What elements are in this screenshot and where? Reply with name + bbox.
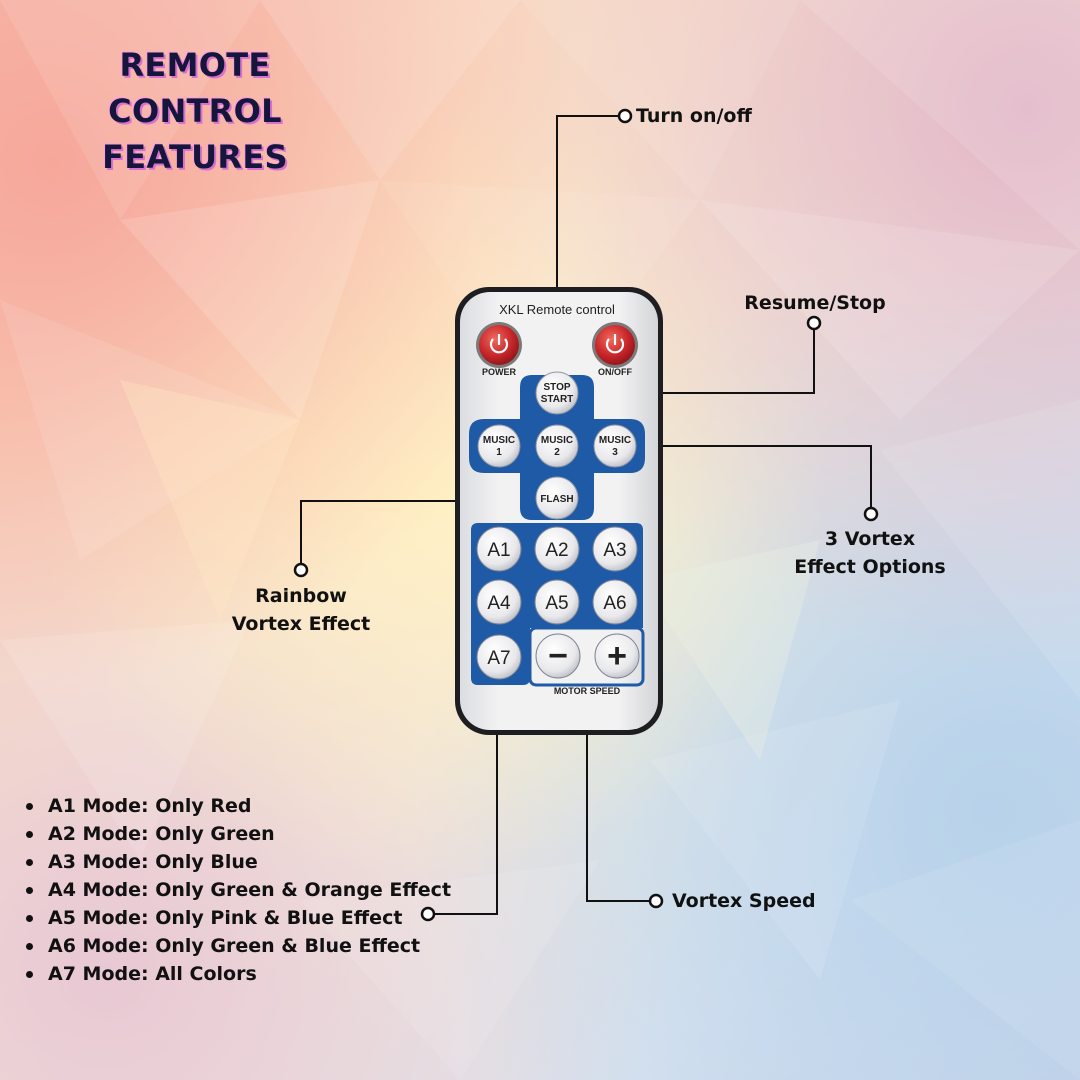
page-title-line-2: FEATURES [102, 138, 288, 176]
list-item: A5 Mode: Only Pink & Blue Effect [26, 904, 451, 932]
list-item: A4 Mode: Only Green & Orange Effect [26, 876, 451, 904]
music-3-number: 3 [612, 447, 618, 458]
mode-a4-label: A4 [487, 593, 511, 614]
mode-a7-label: A7 [487, 648, 510, 669]
bullet-icon [26, 970, 33, 978]
bullet-icon [26, 802, 33, 810]
list-item: A3 Mode: Only Blue [26, 848, 451, 876]
callout-rainbow-line-2: Vortex Effect [231, 613, 371, 635]
music-2-button[interactable]: MUSIC 2 [535, 424, 579, 468]
resume-callout-dot [806, 315, 822, 331]
vortex-options-connector [615, 445, 872, 514]
callout-vortex-options-line-1: 3 Vortex [824, 528, 916, 550]
motor-speed-label: MOTOR SPEED [554, 686, 621, 696]
bullet-icon [26, 942, 33, 950]
list-item: A1 Mode: Only Red [26, 792, 451, 820]
feature-text: A4 Mode: Only Green & Orange Effect [48, 879, 452, 901]
mode-a3-label: A3 [603, 540, 626, 561]
remote-brand: XKL Remote control [499, 302, 615, 317]
power-icon [489, 334, 509, 354]
speed-panel [528, 626, 645, 687]
mode-a3-button[interactable]: A3 [592, 526, 638, 572]
start-label: START [541, 394, 574, 405]
speed-callout-dot [648, 893, 664, 909]
power-callout-dot [617, 108, 633, 124]
page-title-line-1: REMOTE CONTROL [108, 46, 282, 130]
music-2-number: 2 [554, 447, 560, 458]
callout-vortex-options-line-2: Effect Options [794, 556, 946, 578]
bullet-icon [26, 858, 33, 866]
music-3-button[interactable]: MUSIC 3 [593, 424, 637, 468]
plus-icon: + [607, 637, 627, 675]
mode-a1-label: A1 [487, 540, 510, 561]
speed-plus-button[interactable]: + [594, 633, 640, 679]
mode-a5-button[interactable]: A5 [534, 579, 580, 625]
speed-connector [586, 672, 656, 902]
power-icon [605, 334, 625, 354]
music-1-number: 1 [496, 447, 502, 458]
stop-start-button[interactable]: STOP START [535, 371, 579, 415]
callout-rainbow-line-1: Rainbow [255, 585, 347, 607]
mode-a7-button[interactable]: A7 [476, 634, 522, 680]
onoff-label: ON/OFF [598, 367, 632, 377]
minus-icon: − [548, 637, 568, 675]
callout-turn-on-off: Turn on/off [636, 105, 752, 127]
mode-a2-button[interactable]: A2 [534, 526, 580, 572]
a7-callout-dot [420, 906, 436, 922]
power-button[interactable] [476, 322, 522, 368]
bullet-icon [26, 886, 33, 894]
a7-connector [428, 672, 498, 915]
list-item: A6 Mode: Only Green & Blue Effect [26, 932, 451, 960]
rainbow-callout-dot [293, 562, 309, 578]
mode-a2-label: A2 [545, 540, 568, 561]
music-1-button[interactable]: MUSIC 1 [477, 424, 521, 468]
feature-text: A1 Mode: Only Red [48, 795, 252, 817]
callout-vortex-options: 3 Vortex Effect Options [780, 525, 960, 581]
callout-rainbow-vortex: Rainbow Vortex Effect [211, 582, 391, 638]
flash-button[interactable]: FLASH [535, 476, 579, 520]
music-3-label: MUSIC [599, 435, 631, 446]
feature-text: A2 Mode: Only Green [48, 823, 275, 845]
feature-text: A7 Mode: All Colors [48, 963, 257, 985]
page-title: REMOTE CONTROL FEATURES [30, 42, 360, 180]
power-label: POWER [482, 367, 517, 377]
mode-a5-label: A5 [545, 593, 568, 614]
callout-resume-stop: Resume/Stop [744, 292, 886, 314]
onoff-button[interactable] [592, 322, 638, 368]
feature-text: A5 Mode: Only Pink & Blue Effect [48, 907, 403, 929]
flash-label: FLASH [540, 494, 573, 505]
music-1-label: MUSIC [483, 435, 515, 446]
feature-text: A6 Mode: Only Green & Blue Effect [48, 935, 421, 957]
music-2-label: MUSIC [541, 435, 573, 446]
list-item: A2 Mode: Only Green [26, 820, 451, 848]
speed-minus-button[interactable]: − [535, 633, 581, 679]
bullet-icon [26, 830, 33, 838]
feature-text: A3 Mode: Only Blue [48, 851, 258, 873]
mode-a1-button[interactable]: A1 [476, 526, 522, 572]
mode-feature-list: A1 Mode: Only Red A2 Mode: Only Green A3… [26, 792, 451, 988]
mode-a6-label: A6 [603, 593, 626, 614]
vortex-options-callout-dot [863, 506, 879, 522]
mode-a4-button[interactable]: A4 [476, 579, 522, 625]
bullet-icon [26, 914, 33, 922]
stop-label: STOP [543, 382, 570, 393]
list-item: A7 Mode: All Colors [26, 960, 451, 988]
mode-a6-button[interactable]: A6 [592, 579, 638, 625]
callout-vortex-speed: Vortex Speed [672, 890, 816, 912]
